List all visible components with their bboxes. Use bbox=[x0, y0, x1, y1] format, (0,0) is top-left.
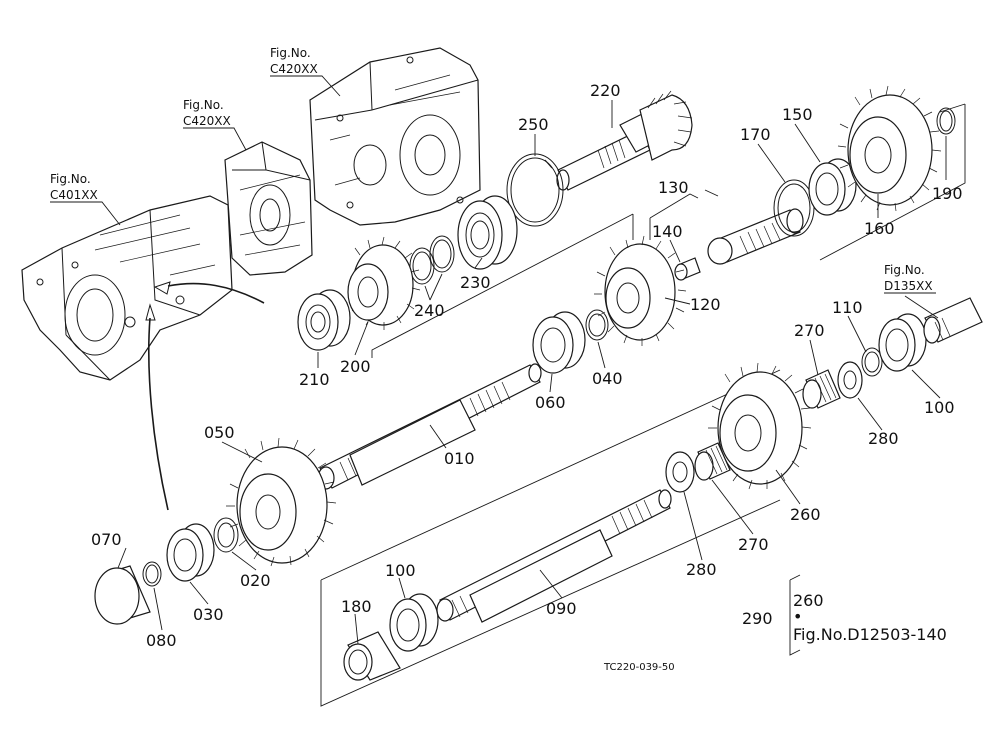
part-labels: 220 250 130 170 150 190 160 140 230 240 … bbox=[91, 81, 963, 650]
part-label-040: 040 bbox=[592, 369, 623, 388]
assembly-note-dot: • bbox=[793, 607, 802, 626]
ring-110-drawing bbox=[861, 347, 883, 377]
front-housing-drawing bbox=[21, 195, 233, 381]
gear-120-drawing bbox=[594, 235, 687, 346]
figure-ref-number: C401XX bbox=[50, 188, 98, 202]
housing-d135-drawing bbox=[923, 297, 983, 344]
part-label-060: 060 bbox=[535, 393, 566, 412]
part-label-100-lower: 100 bbox=[385, 561, 416, 580]
label-leader-lines bbox=[117, 100, 947, 645]
shaft-220-drawing bbox=[556, 90, 693, 191]
bearing-030-drawing bbox=[166, 523, 215, 582]
part-label-110: 110 bbox=[832, 298, 863, 317]
part-label-290: 290 bbox=[742, 609, 773, 628]
rear-housing-drawing bbox=[309, 47, 481, 226]
needle-bearing-270-lower-drawing bbox=[694, 442, 731, 481]
ring-040-drawing bbox=[585, 309, 609, 341]
figure-ref-caption: Fig.No. bbox=[270, 46, 311, 60]
assembly-guide-lines bbox=[320, 103, 966, 707]
part-label-230: 230 bbox=[460, 273, 491, 292]
part-label-280-lower: 280 bbox=[686, 560, 717, 579]
figure-ref-number: D135XX bbox=[884, 279, 933, 293]
part-label-020: 020 bbox=[240, 571, 271, 590]
sleeve-130-drawing bbox=[707, 208, 804, 265]
part-label-270-upper: 270 bbox=[794, 321, 825, 340]
part-label-250: 250 bbox=[518, 115, 549, 134]
part-label-090: 090 bbox=[546, 599, 577, 618]
gear-050-drawing bbox=[226, 437, 337, 567]
bearing-100-right-drawing bbox=[878, 313, 927, 372]
part-label-010: 010 bbox=[444, 449, 475, 468]
part-label-080: 080 bbox=[146, 631, 177, 650]
figure-ref-caption: Fig.No. bbox=[50, 172, 91, 186]
bearing-150-drawing bbox=[808, 158, 857, 216]
gear-200-drawing bbox=[347, 236, 421, 330]
shaft-010-drawing bbox=[317, 363, 542, 490]
collar-140-drawing bbox=[674, 257, 701, 281]
bearing-230-drawing bbox=[457, 195, 518, 270]
part-label-260: 260 bbox=[790, 505, 821, 524]
part-label-170: 170 bbox=[740, 125, 771, 144]
part-label-150: 150 bbox=[782, 105, 813, 124]
part-label-070: 070 bbox=[91, 530, 122, 549]
gear-260-drawing bbox=[708, 362, 812, 490]
figure-ref-number: C420XX bbox=[183, 114, 231, 128]
figure-ref-c420-top: Fig.No. C420XX bbox=[270, 46, 341, 97]
part-label-210: 210 bbox=[299, 370, 330, 389]
part-label-240: 240 bbox=[414, 301, 445, 320]
bearing-100-lower-drawing bbox=[389, 593, 439, 652]
ring-020-drawing bbox=[213, 517, 239, 553]
snap-ring-190-drawing bbox=[936, 107, 956, 135]
mid-housing-drawing bbox=[224, 141, 313, 276]
part-label-180: 180 bbox=[341, 597, 372, 616]
figure-ref-c420-mid: Fig.No. C420XX bbox=[183, 98, 247, 151]
assembly-note-reference: Fig.No.D12503-140 bbox=[793, 625, 947, 644]
washer-280-lower-drawing bbox=[665, 451, 695, 493]
part-label-190: 190 bbox=[932, 184, 963, 203]
figure-ref-number: C420XX bbox=[270, 62, 318, 76]
part-label-120: 120 bbox=[690, 295, 721, 314]
gear-160-drawing bbox=[837, 85, 942, 212]
part-label-220: 220 bbox=[590, 81, 621, 100]
part-label-100-right: 100 bbox=[924, 398, 955, 417]
part-label-280-upper: 280 bbox=[868, 429, 899, 448]
part-label-200: 200 bbox=[340, 357, 371, 376]
figure-ref-c401: Fig.No. C401XX bbox=[50, 172, 121, 226]
sleeve-180-drawing bbox=[343, 631, 401, 681]
snap-ring-080-drawing bbox=[142, 561, 162, 587]
needle-bearing-270-upper-drawing bbox=[802, 369, 841, 409]
rings-240-drawing bbox=[409, 235, 455, 285]
part-label-140: 140 bbox=[652, 222, 683, 241]
part-label-030: 030 bbox=[193, 605, 224, 624]
leader-arrow-to-housing bbox=[167, 282, 265, 304]
drawing-code: TC220-039-50 bbox=[603, 662, 675, 673]
shaft-090-drawing bbox=[436, 489, 672, 623]
part-label-270-lower: 270 bbox=[738, 535, 769, 554]
part-label-130: 130 bbox=[658, 178, 689, 197]
bearing-210-drawing bbox=[297, 289, 351, 351]
assembly-note-290: 260 • Fig.No.D12503-140 bbox=[793, 591, 947, 644]
part-label-050: 050 bbox=[204, 423, 235, 442]
part-label-160: 160 bbox=[864, 219, 895, 238]
assembly-note-part: 260 bbox=[793, 591, 824, 610]
cap-070-drawing bbox=[94, 565, 151, 625]
leader-arrow-to-housing-lower bbox=[148, 317, 169, 511]
washer-280-upper-drawing bbox=[837, 361, 863, 399]
figure-ref-caption: Fig.No. bbox=[183, 98, 224, 112]
figure-ref-caption: Fig.No. bbox=[884, 263, 925, 277]
bearing-060-drawing bbox=[532, 311, 586, 374]
figure-ref-d135: Fig.No. D135XX bbox=[884, 263, 936, 294]
